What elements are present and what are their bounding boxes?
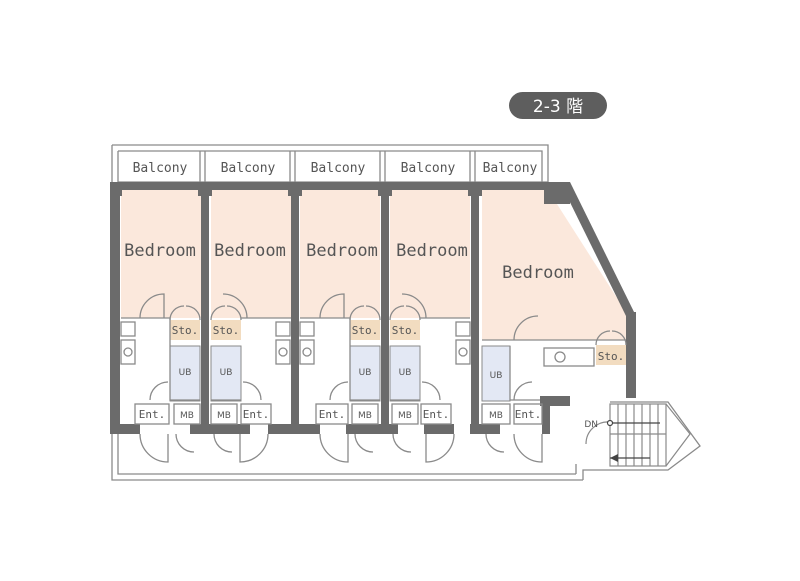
- meter-box-label: MB: [180, 411, 194, 421]
- bath-fills: [169, 345, 511, 402]
- bedroom-label: Bedroom: [396, 241, 468, 261]
- storage-label: Sto.: [172, 324, 199, 337]
- bath-label: UB: [490, 371, 503, 381]
- bath-label: UB: [359, 368, 372, 378]
- storage-fills: [170, 320, 626, 365]
- storage-label: Sto.: [598, 350, 625, 363]
- entrance-label: Ent.: [423, 408, 450, 421]
- interior-lines: [120, 293, 627, 463]
- entrance-label: Ent.: [515, 408, 542, 421]
- bath-label: UB: [399, 368, 412, 378]
- entrance-label: Ent.: [139, 408, 166, 421]
- floor-badge: 2-3 階: [509, 92, 607, 119]
- bedroom-label: Bedroom: [214, 241, 286, 261]
- entrance-label: Ent.: [243, 408, 270, 421]
- balcony-label: Balcony: [133, 161, 188, 176]
- staircase: [585, 403, 691, 467]
- bedroom-fills: [121, 190, 626, 340]
- entrance-label: Ent.: [319, 408, 346, 421]
- floor-label: 2-3 階: [533, 97, 583, 117]
- balcony-label: Balcony: [401, 161, 456, 176]
- balcony-partitions: [199, 151, 476, 182]
- storage-label: Sto.: [352, 324, 379, 337]
- stairs-dn-label: DN: [584, 420, 598, 430]
- meter-box-label: MB: [358, 411, 372, 421]
- thick-walls: [110, 182, 636, 434]
- bath-label: UB: [179, 368, 192, 378]
- balcony-label: Balcony: [483, 161, 538, 176]
- bedroom-label: Bedroom: [124, 241, 196, 261]
- meter-box-label: MB: [489, 411, 503, 421]
- bath-label: UB: [220, 368, 233, 378]
- meter-box-label: MB: [217, 411, 231, 421]
- storage-label: Sto.: [392, 324, 419, 337]
- storage-label: Sto.: [213, 324, 240, 337]
- bedroom-label: Bedroom: [306, 241, 378, 261]
- balcony-label: Balcony: [221, 161, 276, 176]
- bedroom-label: Bedroom: [502, 263, 574, 283]
- balcony-label: Balcony: [311, 161, 366, 176]
- meter-box-label: MB: [398, 411, 412, 421]
